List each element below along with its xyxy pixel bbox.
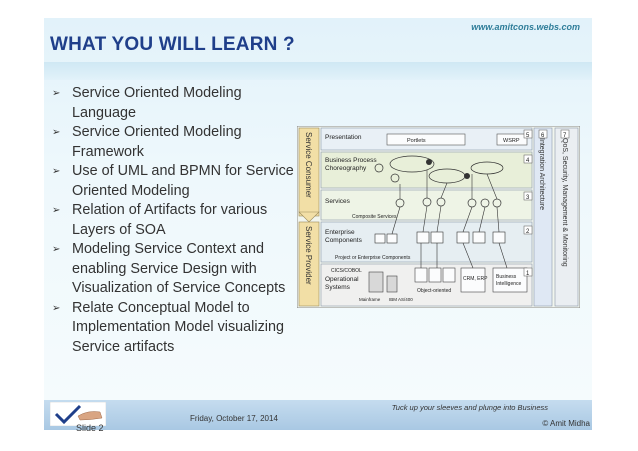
bullet-text: Service Oriented Modeling Framework xyxy=(72,124,242,160)
footer-copyright: © Amit Midha xyxy=(542,419,590,428)
oo-label: Object-oriented xyxy=(417,288,451,294)
bullet-list: ➢ Service Oriented Modeling Language ➢ Ser… xyxy=(52,84,302,357)
bullet-item: ➢ Relate Conceptual Model to Implementati… xyxy=(52,299,302,358)
bullet-text: Use of UML and BPMN for Service Oriented… xyxy=(72,163,294,199)
pec-label: Project or Enterprise Components xyxy=(335,255,411,261)
layer-num-5: 5 xyxy=(526,133,530,139)
bullet-text: Service Oriented Modeling Language xyxy=(72,85,242,121)
footer-tagline: Tuck up your sleeves and plunge into Bus… xyxy=(391,403,548,412)
soa-layers-diagram: Service Consumer Service Provider Integr… xyxy=(297,126,580,308)
arrow-bullet-icon: ➢ xyxy=(52,166,61,177)
arrow-bullet-icon: ➢ xyxy=(52,205,61,216)
portlets-label: Portlets xyxy=(407,138,426,144)
slide-number: Slide 2 xyxy=(76,423,104,433)
checkmark-hand-logo-icon xyxy=(50,402,106,426)
ops-label-2: Systems xyxy=(325,284,351,291)
bullet-item: ➢ Service Oriented Modeling Language xyxy=(52,84,302,123)
layer-num-3: 3 xyxy=(526,195,530,201)
bullet-item: ➢ Modeling Service Context and enabling S… xyxy=(52,240,302,299)
arrow-bullet-icon: ➢ xyxy=(52,88,61,99)
slide-title: WHAT YOU WILL LEARN ? xyxy=(50,34,295,55)
ops-label-1: Operational xyxy=(325,276,359,283)
qos-label: QoS, Security, Management & Monitoring xyxy=(561,138,568,267)
arrow-bullet-icon: ➢ xyxy=(52,302,61,314)
ibm-label: IBM AS/400 xyxy=(389,297,413,302)
site-url: www.amitcons.webs.com xyxy=(471,22,580,32)
bi-label-1: Business xyxy=(496,274,517,280)
layer-num-7: 7 xyxy=(563,133,567,139)
mainframe-label: Mainframe xyxy=(359,297,381,302)
crm-label: CRM, ERP xyxy=(463,276,488,282)
bpc-label-1: Business Process xyxy=(325,157,377,164)
layer-num-6: 6 xyxy=(541,133,545,139)
bullet-text: Relation of Artifacts for various Layers… xyxy=(72,202,268,238)
bi-label-2: Intelligence xyxy=(496,281,522,287)
arrow-bullet-icon: ➢ xyxy=(52,244,61,255)
bullet-item: ➢ Use of UML and BPMN for Service Oriente… xyxy=(52,162,302,201)
arrow-bullet-icon: ➢ xyxy=(52,127,61,138)
service-consumer-label: Service Consumer xyxy=(304,132,313,198)
footer-band xyxy=(44,400,592,430)
services-label: Services xyxy=(325,198,351,205)
cics-label: CICS/COBOL xyxy=(331,268,362,274)
bullet-item: ➢ Service Oriented Modeling Framework xyxy=(52,123,302,162)
bpc-label-2: Choreography xyxy=(325,165,367,172)
composite-label: Composite Services xyxy=(352,214,397,220)
layer-num-4: 4 xyxy=(526,158,530,164)
bullet-text: Modeling Service Context and enabling Se… xyxy=(72,241,286,296)
integration-label: Integration Architecture xyxy=(538,138,545,210)
service-provider-label: Service Provider xyxy=(304,226,313,285)
enterprise-label-1: Enterprise xyxy=(325,229,355,236)
wsrp-label: WSRP xyxy=(503,138,520,144)
bullet-text: Relate Conceptual Model to Implementatio… xyxy=(72,299,284,355)
presentation-label: Presentation xyxy=(325,134,362,141)
enterprise-label-2: Components xyxy=(325,237,363,244)
title-band xyxy=(44,62,592,80)
bullet-item: ➢ Relation of Artifacts for various Layer… xyxy=(52,201,302,240)
footer-date: Friday, October 17, 2014 xyxy=(190,414,278,423)
layer-num-1: 1 xyxy=(526,271,530,277)
layer-num-2: 2 xyxy=(526,229,530,235)
